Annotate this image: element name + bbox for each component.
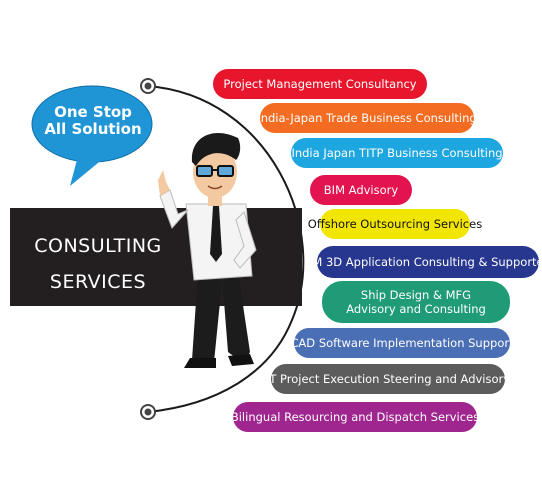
banner-line-2: SERVICES bbox=[49, 271, 147, 293]
service-pill-3: India Japan TITP Business Consulting bbox=[291, 138, 503, 168]
speech-bubble bbox=[31, 85, 153, 186]
service-pill-9: IT Project Execution Steering and Adviso… bbox=[266, 364, 510, 394]
right-leg bbox=[222, 272, 250, 364]
service-label-2: India-Japan Trade Business Consulting bbox=[257, 111, 477, 125]
bubble-text: One Stop All Solution bbox=[38, 104, 148, 138]
service-pill-4: BIM Advisory bbox=[310, 175, 412, 205]
hair bbox=[191, 132, 241, 166]
lower-arm bbox=[233, 211, 257, 269]
right-shoe bbox=[228, 354, 254, 366]
service-label-5: Offshore Outsourcing Services bbox=[307, 217, 483, 231]
arc-bottom-endpoint bbox=[140, 404, 156, 420]
tie bbox=[210, 206, 222, 262]
bubble-line-2: All Solution bbox=[44, 120, 142, 138]
head bbox=[193, 146, 237, 198]
consulting-banner bbox=[10, 208, 302, 306]
service-pill-5: Offshore Outsourcing Services bbox=[308, 209, 482, 239]
left-leg bbox=[192, 272, 222, 362]
service-pill-10: Bilingual Resourcing and Dispatch Servic… bbox=[230, 402, 480, 432]
service-label-10: Bilingual Resourcing and Dispatch Servic… bbox=[230, 410, 480, 424]
pointing-hand bbox=[158, 170, 170, 196]
service-label-4: BIM Advisory bbox=[323, 183, 399, 197]
banner-text: CONSULTING SERVICES bbox=[28, 228, 168, 300]
service-label-1: Project Management Consultancy bbox=[223, 77, 417, 91]
service-pill-8: CAD Software Implementation Support bbox=[290, 328, 514, 358]
glasses bbox=[196, 165, 234, 177]
service-label-8: CAD Software Implementation Support bbox=[290, 336, 514, 350]
banner-line-1: CONSULTING bbox=[34, 235, 162, 257]
service-label-6: SM 3D Application Consulting & Supported bbox=[305, 255, 542, 269]
arc-top-endpoint bbox=[140, 78, 156, 94]
service-pill-7: Ship Design & MFG Advisory and Consultin… bbox=[322, 281, 510, 323]
service-pill-2: India-Japan Trade Business Consulting bbox=[257, 103, 477, 133]
service-pill-6: SM 3D Application Consulting & Supported bbox=[305, 246, 542, 278]
left-shoe bbox=[184, 358, 216, 368]
service-label-7: Ship Design & MFG Advisory and Consultin… bbox=[346, 288, 486, 316]
raised-arm bbox=[159, 189, 189, 229]
service-label-3: India Japan TITP Business Consulting bbox=[291, 146, 503, 160]
service-pill-1: Project Management Consultancy bbox=[213, 69, 427, 99]
service-label-9: IT Project Execution Steering and Adviso… bbox=[265, 372, 511, 386]
bubble-line-1: One Stop bbox=[54, 103, 132, 121]
smile bbox=[207, 185, 223, 190]
